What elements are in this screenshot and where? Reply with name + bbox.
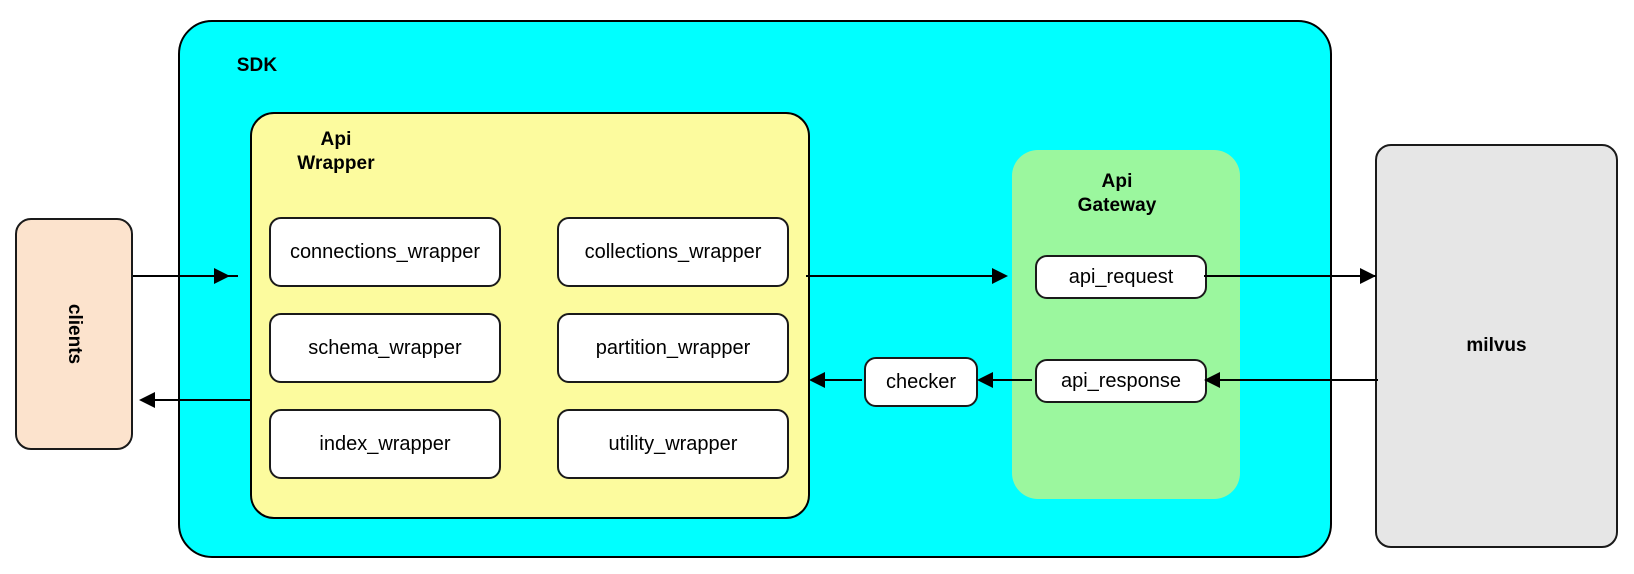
module-partition-wrapper[interactable]: partition_wrapper	[557, 313, 789, 383]
api-wrapper-title: Api Wrapper	[297, 129, 375, 174]
api-response-label: api_response	[1060, 370, 1182, 392]
sdk-title: SDK	[236, 55, 278, 76]
module-label: schema_wrapper	[308, 337, 462, 359]
module-utility-wrapper[interactable]: utility_wrapper	[557, 409, 789, 479]
milvus-label: milvus	[1466, 335, 1527, 356]
sdk-container[interactable]: SDK Api Wrapper connections_wrapper coll…	[178, 20, 1332, 558]
module-connections-wrapper[interactable]: connections_wrapper	[269, 217, 501, 287]
api-request-label: api_request	[1068, 266, 1174, 288]
module-collections-wrapper[interactable]: collections_wrapper	[557, 217, 789, 287]
module-index-wrapper[interactable]: index_wrapper	[269, 409, 501, 479]
arrow-right-icon	[1360, 268, 1376, 284]
api-wrapper-container[interactable]: Api Wrapper connections_wrapper collecti…	[250, 112, 810, 519]
module-schema-wrapper[interactable]: schema_wrapper	[269, 313, 501, 383]
clients-label: clients	[63, 303, 85, 365]
arrow-left-icon	[139, 392, 155, 408]
api-response-node[interactable]: api_response	[1035, 359, 1207, 403]
module-label: index_wrapper	[319, 433, 451, 455]
api-gateway-title: Api Gateway	[1077, 171, 1157, 216]
module-label: connections_wrapper	[289, 241, 481, 263]
module-label: utility_wrapper	[608, 433, 738, 455]
module-label: partition_wrapper	[595, 337, 751, 359]
api-request-node[interactable]: api_request	[1035, 255, 1207, 299]
checker-node[interactable]: checker	[864, 357, 978, 407]
module-label: collections_wrapper	[584, 241, 762, 263]
clients-node[interactable]: clients	[15, 218, 133, 450]
api-gateway-container[interactable]: Api Gateway api_request api_response	[1012, 150, 1240, 499]
checker-label: checker	[885, 371, 957, 393]
milvus-node[interactable]: milvus	[1375, 144, 1618, 548]
